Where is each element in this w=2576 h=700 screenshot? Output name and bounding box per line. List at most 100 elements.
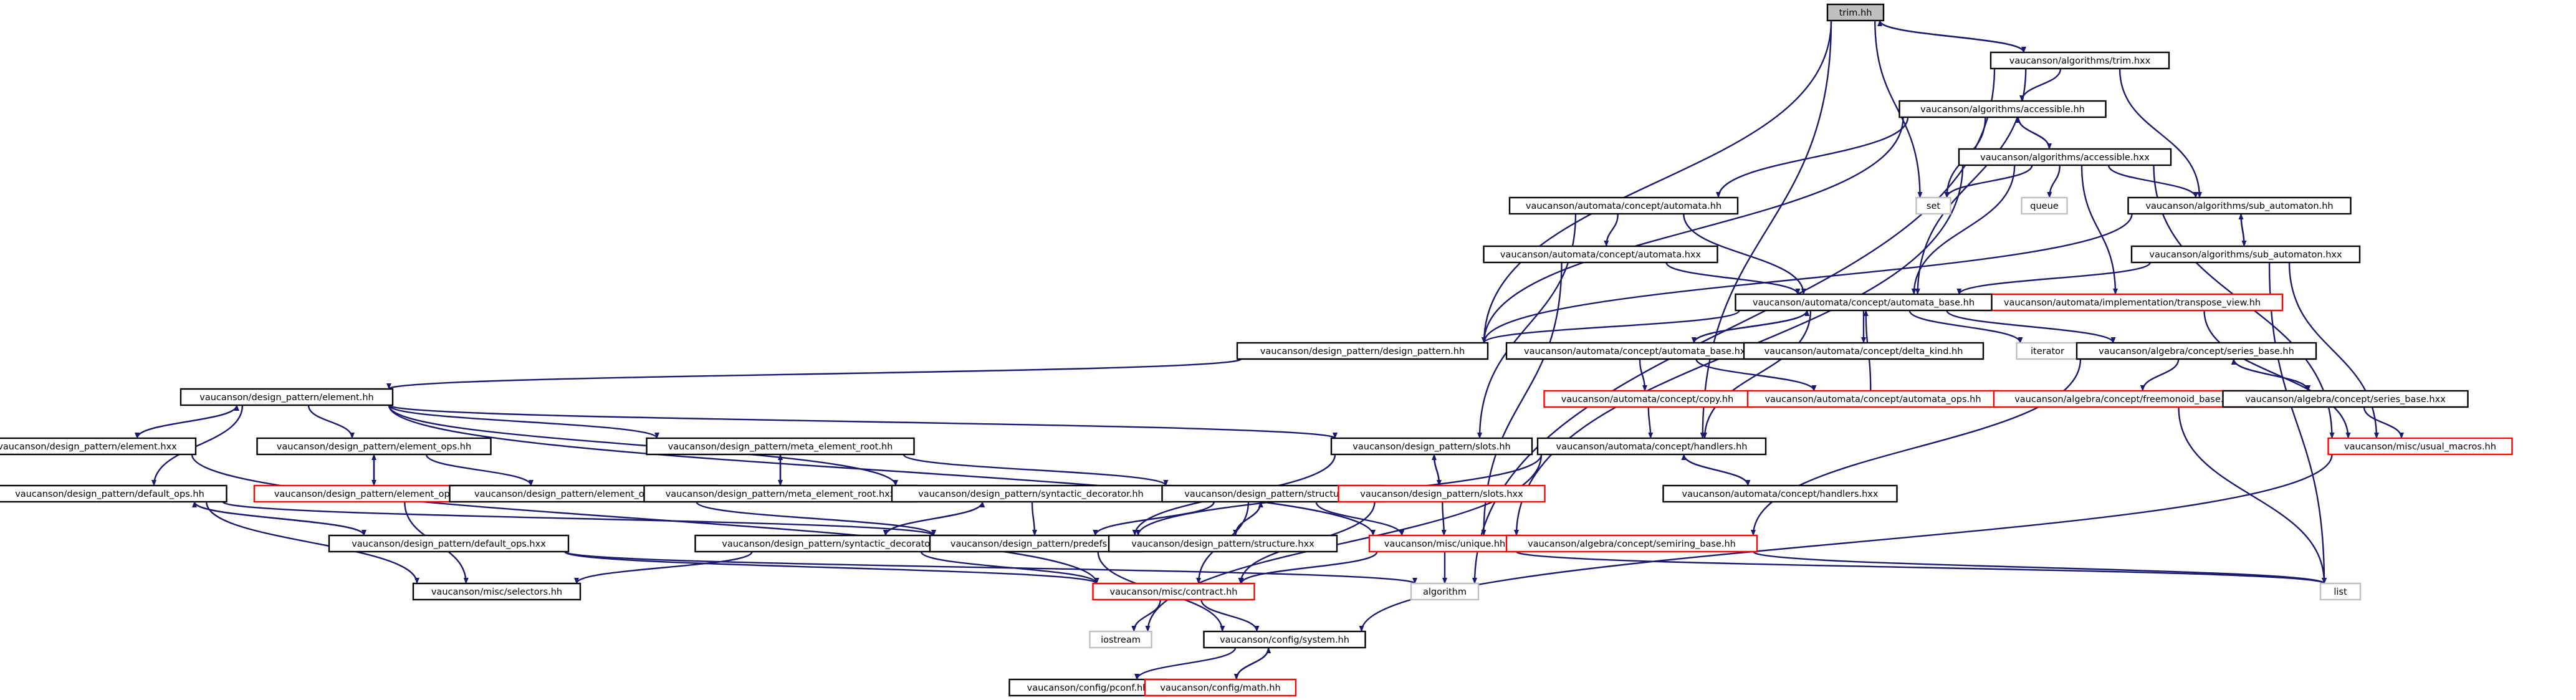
node-label: vaucanson/design_pattern/default_ops.hxx — [352, 539, 546, 549]
node-freemonoid-base-hh[interactable]: vaucanson/algebra/concept/freemonoid_bas… — [1993, 390, 2257, 408]
edge-sub-automaton-hxx-to-list — [2268, 262, 2327, 584]
node-predefs-hh[interactable]: vaucanson/design_pattern/predefs.hh — [929, 534, 1143, 553]
node-slots-hh[interactable]: vaucanson/design_pattern/slots.hh — [1330, 437, 1533, 456]
node-box — [1536, 437, 1767, 456]
node-label: vaucanson/algorithms/sub_automaton.hh — [2145, 201, 2333, 211]
edge-sub-automaton-hxx-to-sub-automaton-hh — [2238, 213, 2245, 247]
node-delta-kind-hh[interactable]: vaucanson/automata/concept/delta_kind.hh — [1743, 342, 1985, 360]
edge-accessible-hxx-to-queue — [2047, 165, 2061, 198]
node-label: vaucanson/algebra/concept/freemonoid_bas… — [2014, 395, 2235, 405]
node-label: queue — [2030, 201, 2059, 211]
node-semiring-base-hh[interactable]: vaucanson/algebra/concept/semiring_base.… — [1505, 534, 1758, 553]
node-slots-hxx[interactable]: vaucanson/design_pattern/slots.hxx — [1338, 484, 1546, 503]
node-handlers-hxx[interactable]: vaucanson/automata/concept/handlers.hxx — [1662, 484, 1898, 503]
node-element-hxx[interactable]: vaucanson/design_pattern/element.hxx — [0, 437, 197, 456]
node-system-hh[interactable]: vaucanson/config/system.hh — [1203, 630, 1366, 649]
node-syntactic-decorator-hh[interactable]: vaucanson/design_pattern/syntactic_decor… — [891, 484, 1171, 503]
node-box — [1410, 582, 1480, 601]
node-structure-hxx[interactable]: vaucanson/design_pattern/structure.hxx — [1108, 534, 1338, 553]
node-automata-base-hxx[interactable]: vaucanson/automata/concept/automata_base… — [1505, 342, 1769, 360]
node-selectors-hh[interactable]: vaucanson/misc/selectors.hh — [412, 582, 582, 601]
node-label: vaucanson/algorithms/trim.hxx — [2009, 56, 2151, 66]
node-automata-ops-hh[interactable]: vaucanson/automata/concept/automata_ops.… — [1746, 390, 1999, 408]
node-handlers-hh[interactable]: vaucanson/automata/concept/handlers.hh — [1536, 437, 1767, 456]
edge-default-ops-hh-to-predefs-hh — [222, 501, 936, 537]
edge-handlers-hxx-to-handlers-hh — [1681, 454, 1749, 486]
edge-transpose-view-hh-to-usual-macros-hh — [2203, 310, 2351, 439]
edge-trim-hxx-to-sub-automaton-hh — [2119, 68, 2202, 198]
node-transpose-view-hh[interactable]: vaucanson/automata/implementation/transp… — [1981, 293, 2284, 312]
node-unique-hh[interactable]: vaucanson/misc/unique.hh — [1368, 534, 1521, 553]
node-contract-hh[interactable]: vaucanson/misc/contract.hh — [1092, 582, 1255, 601]
node-label: vaucanson/automata/concept/automata.hxx — [1500, 250, 1702, 260]
node-label: vaucanson/design_pattern/element.hh — [199, 393, 374, 403]
node-automata-hxx[interactable]: vaucanson/automata/concept/automata.hxx — [1483, 245, 1718, 264]
edge-automata-base-hxx-to-automata-base-hh — [1693, 310, 1810, 343]
node-box — [1505, 342, 1769, 360]
node-label: vaucanson/algebra/concept/series_base.hh — [2099, 347, 2294, 357]
edge-accessible-hh-to-design-pattern-hh — [1482, 117, 1904, 343]
node-label: trim.hh — [1839, 8, 1872, 18]
node-algorithm[interactable]: algorithm — [1410, 582, 1480, 601]
node-label: vaucanson/design_pattern/design_pattern.… — [1260, 347, 1465, 357]
node-element-ops-hh[interactable]: vaucanson/design_pattern/element_ops.hh — [256, 437, 492, 456]
node-pconf-hh[interactable]: vaucanson/config/pconf.hh — [1008, 678, 1167, 697]
node-usual-macros-hh[interactable]: vaucanson/misc/usual_macros.hh — [2327, 437, 2513, 456]
node-box — [412, 582, 582, 601]
node-sub-automaton-hh[interactable]: vaucanson/algorithms/sub_automaton.hh — [2127, 196, 2352, 215]
edge-copy-hh-to-handlers-hh — [1647, 406, 1654, 439]
node-design-pattern-hh[interactable]: vaucanson/design_pattern/design_pattern.… — [1236, 342, 1489, 360]
node-element-hh[interactable]: vaucanson/design_pattern/element.hh — [180, 388, 394, 406]
node-box — [1203, 630, 1366, 649]
node-meta-element-root-hxx[interactable]: vaucanson/design_pattern/meta_element_ro… — [643, 484, 917, 503]
node-automata-base-hh[interactable]: vaucanson/automata/concept/automata_base… — [1735, 293, 1993, 312]
node-default-ops-hxx[interactable]: vaucanson/design_pattern/default_ops.hxx — [328, 534, 570, 553]
edge-automata-hh-to-automata-hxx — [1604, 213, 1619, 247]
node-label: vaucanson/design_pattern/default_ops.hh — [15, 489, 204, 499]
node-series-base-hh[interactable]: vaucanson/algebra/concept/series_base.hh — [2076, 342, 2317, 360]
node-set[interactable]: set — [1915, 196, 1951, 215]
edge-automata-base-hh-to-handlers-hh — [1702, 310, 1812, 439]
node-automata-hh[interactable]: vaucanson/automata/concept/automata.hh — [1508, 196, 1739, 215]
edge-accessible-hxx-to-accessible-hh — [2016, 117, 2051, 150]
node-list[interactable]: list — [2319, 582, 2362, 601]
node-iterator[interactable]: iterator — [2016, 342, 2079, 360]
node-box — [1338, 484, 1546, 503]
node-box — [2016, 342, 2079, 360]
edge-unique-hh-to-contract-hh — [1238, 551, 1378, 584]
node-default-ops-hh[interactable]: vaucanson/design_pattern/default_ops.hh — [0, 484, 227, 503]
node-accessible-hxx[interactable]: vaucanson/algorithms/accessible.hxx — [1958, 148, 2172, 166]
edge-structure-hxx-to-structure-hh — [1235, 501, 1263, 536]
node-box — [1743, 342, 1985, 360]
node-meta-element-root-hh[interactable]: vaucanson/design_pattern/meta_element_ro… — [646, 437, 915, 456]
node-label: vaucanson/design_pattern/element_ops.hxx — [274, 489, 474, 499]
edge-element-ops-hh-to-element-op-traits-hh — [425, 454, 534, 486]
node-box — [1092, 582, 1255, 601]
node-sub-automaton-hxx[interactable]: vaucanson/algorithms/sub_automaton.hxx — [2130, 245, 2361, 264]
node-box — [1483, 245, 1718, 264]
node-label: vaucanson/automata/concept/automata.hh — [1526, 201, 1721, 211]
node-queue[interactable]: queue — [2021, 196, 2068, 215]
node-copy-hh[interactable]: vaucanson/automata/concept/copy.hh — [1543, 390, 1751, 408]
edge-automata-base-hxx-to-copy-hh — [1639, 358, 1647, 391]
edge-design-pattern-hh-to-element-hh — [386, 358, 1242, 390]
node-accessible-hh[interactable]: vaucanson/algorithms/accessible.hh — [1898, 100, 2107, 118]
edge-element-hxx-to-contract-hh — [191, 454, 1099, 584]
node-iostream[interactable]: iostream — [1089, 630, 1152, 649]
node-label: vaucanson/config/math.hh — [1160, 683, 1280, 693]
edge-element-op-traits-hh-to-predefs-hh — [696, 501, 936, 536]
node-trim-hh[interactable]: trim.hh — [1826, 3, 1885, 22]
node-label: vaucanson/design_pattern/syntactic_decor… — [722, 539, 952, 549]
node-series-base-hxx[interactable]: vaucanson/algebra/concept/series_base.hx… — [2222, 390, 2469, 408]
edge-series-base-hxx-to-series-base-hh — [2231, 358, 2309, 391]
node-label: algorithm — [1423, 587, 1467, 597]
edge-automata-base-hxx-to-automata-ops-hh — [1695, 358, 1817, 391]
node-box — [1505, 534, 1758, 553]
node-math-hh[interactable]: vaucanson/config/math.hh — [1144, 678, 1297, 697]
node-trim-hxx[interactable]: vaucanson/algorithms/trim.hxx — [1989, 51, 2170, 70]
edge-element-hh-to-default-ops-hh — [151, 405, 244, 486]
node-label: vaucanson/algebra/concept/series_base.hx… — [2245, 395, 2446, 405]
node-label: vaucanson/algorithms/accessible.hxx — [1980, 153, 2150, 163]
node-box — [328, 534, 570, 553]
edge-series-base-hh-to-semiring-base-hh — [1751, 358, 2082, 536]
